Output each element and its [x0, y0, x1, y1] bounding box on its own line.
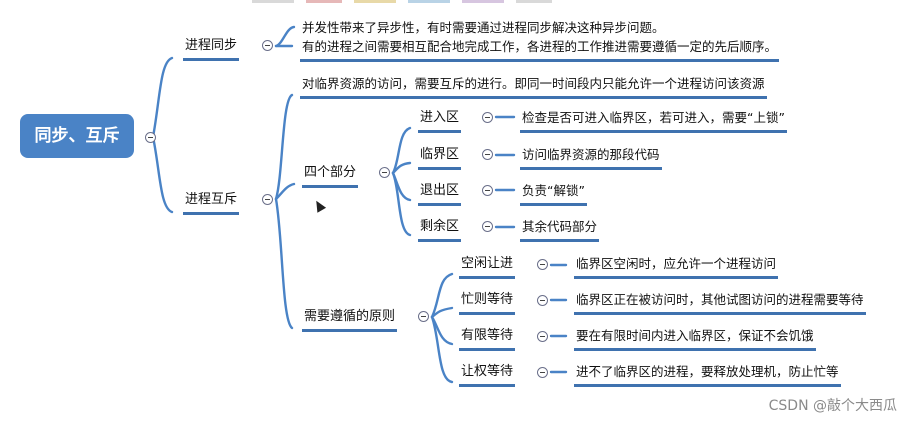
node-busy-wait[interactable]: 忙则等待 — [459, 290, 516, 315]
root-node[interactable]: 同步、互斥 — [20, 114, 134, 158]
sync-desc-line2: 有的进程之间需要相互配合地完成工作，各进程的工作推进需要遵循一定的先后顺序。 — [300, 37, 780, 62]
idle-enter-desc: 临界区空闲时，应允许一个进程访问 — [574, 254, 779, 279]
node-idle-enter[interactable]: 空闲让进 — [459, 254, 516, 279]
busy-wait-desc: 临界区正在被访问时，其他试图访问的进程需要等待 — [574, 290, 866, 315]
collapse-icon[interactable] — [262, 40, 273, 51]
edge-mutex-principles — [274, 197, 294, 330]
yield-wait-desc: 进不了临界区的进程，要释放处理机，防止忙等 — [574, 362, 841, 387]
collapse-icon[interactable] — [482, 112, 493, 123]
node-principles[interactable]: 需要遵循的原则 — [302, 307, 398, 332]
node-four-parts[interactable]: 四个部分 — [302, 163, 359, 188]
edge-principles-2 — [430, 306, 454, 319]
edge-mutex-parts — [274, 182, 296, 201]
collapse-icon[interactable] — [537, 331, 548, 342]
node-exit-section[interactable]: 退出区 — [418, 181, 462, 206]
collapse-icon[interactable] — [537, 259, 548, 270]
collapse-icon[interactable] — [482, 185, 493, 196]
collapse-icon[interactable] — [145, 132, 156, 143]
node-process-sync[interactable]: 进程同步 — [183, 36, 240, 61]
collapse-icon[interactable] — [418, 311, 429, 322]
edge-parts-1 — [391, 126, 412, 175]
edge-mutex-desc — [274, 93, 294, 201]
collapse-icon[interactable] — [537, 295, 548, 306]
watermark: CSDN @敲个大西瓜 — [768, 398, 897, 414]
exit-section-desc: 负责“解锁” — [520, 181, 587, 206]
edge-principles-4 — [430, 315, 454, 384]
critical-section-desc: 访问临界资源的那段代码 — [520, 145, 662, 170]
sync-desc-line1: 并发性带来了异步性，有时需要通过进程同步解决这种异步问题。 — [302, 20, 665, 35]
node-bounded-wait[interactable]: 有限等待 — [459, 326, 516, 351]
entry-section-desc: 检查是否可进入临界区，若可进入，需要“上锁” — [520, 108, 787, 133]
edge-root-sync — [151, 56, 174, 139]
edge-parts-2 — [391, 161, 412, 175]
collapse-icon[interactable] — [482, 221, 493, 232]
node-process-mutex[interactable]: 进程互斥 — [183, 190, 240, 215]
edge-principles-1 — [430, 272, 454, 319]
node-entry-section[interactable]: 进入区 — [418, 108, 462, 133]
edge-sync-text — [274, 25, 296, 48]
collapse-icon[interactable] — [482, 149, 493, 160]
node-critical-section[interactable]: 临界区 — [418, 145, 462, 170]
edge-parts-4 — [391, 171, 412, 237]
node-yield-wait[interactable]: 让权等待 — [459, 362, 516, 387]
collapse-icon[interactable] — [262, 194, 273, 205]
edge-root-mutex — [151, 135, 174, 214]
bounded-wait-desc: 要在有限时间内进入临界区，保证不会饥饿 — [574, 326, 816, 351]
collapse-icon[interactable] — [537, 367, 548, 378]
collapse-icon[interactable] — [379, 167, 390, 178]
top-toolbar-strip — [252, 0, 552, 3]
mutex-desc: 对临界资源的访问，需要互斥的进行。即同一时间段内只能允许一个进程访问该资源 — [300, 74, 767, 99]
remainder-section-desc: 其余代码部分 — [520, 217, 600, 242]
node-remainder-section[interactable]: 剩余区 — [418, 217, 462, 242]
